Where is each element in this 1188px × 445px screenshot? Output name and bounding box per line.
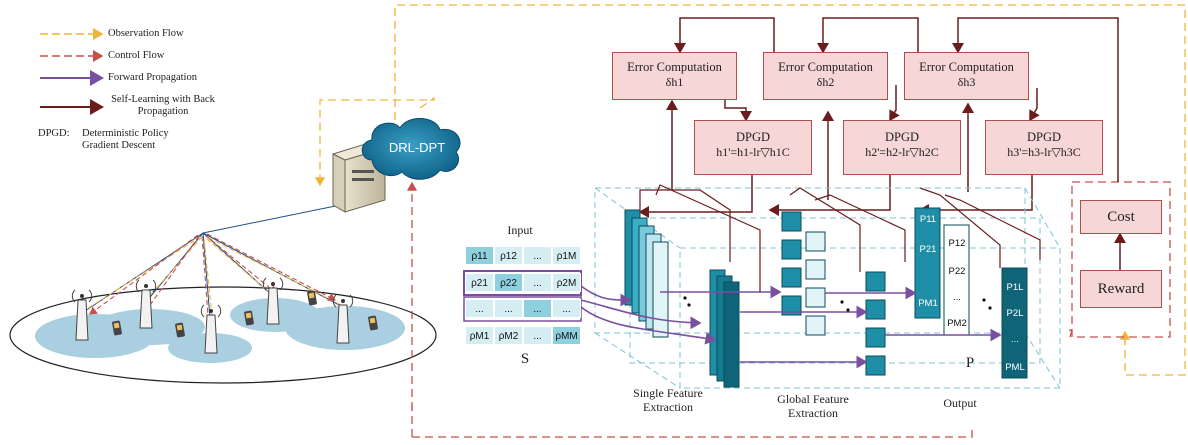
cost-label: Cost <box>1107 209 1135 225</box>
output-cell: P1L <box>1006 282 1024 293</box>
reward-box: Reward <box>1080 270 1162 308</box>
global-feature-label: Global Feature Extraction <box>777 392 849 420</box>
base-station-icon <box>200 304 222 354</box>
dpgd-box-3: DPGD h3'=h3-lr▽h3C <box>985 120 1103 175</box>
dpgd-box-title: DPGD <box>735 130 771 144</box>
matrix-cell: ρ21 <box>465 273 494 292</box>
matrix-cell: ... <box>552 299 581 318</box>
matrix-cell: ... <box>523 326 552 345</box>
conv-stack-2 <box>709 269 740 388</box>
input-row-highlight <box>463 296 582 322</box>
legend-dpgd-def: Deterministic Policy Gradient Descent <box>82 128 169 151</box>
control-flow-path <box>406 181 1171 438</box>
output-cell: P22 <box>948 266 966 277</box>
legend-dpgd-key: DPGD: <box>38 128 70 139</box>
output-cell: P2L <box>1006 308 1024 319</box>
error-box-sub: δh1 <box>665 75 684 89</box>
matrix-cell: ... <box>523 299 552 318</box>
agent-label: DRL-DPT <box>388 140 446 155</box>
matrix-cell: ... <box>523 246 552 265</box>
observation-flow-path <box>314 4 1186 376</box>
output-cell: PM1 <box>918 298 938 309</box>
output-cell: P11 <box>919 214 937 225</box>
phone-icon <box>112 320 122 336</box>
matrix-cell: ... <box>523 273 552 292</box>
hidden-connections <box>639 184 1041 292</box>
error-box-title: Error Computation <box>778 60 873 74</box>
legend <box>40 28 104 115</box>
dpgd-box-title: DPGD <box>884 130 920 144</box>
single-feature-label: Single Feature Extraction <box>633 386 703 414</box>
input-title: Input <box>507 223 533 237</box>
cost-box: Cost <box>1080 200 1162 234</box>
matrix-cell: ρMM <box>552 326 581 345</box>
backprop-arrows <box>638 17 1119 218</box>
matrix-cell: ... <box>494 299 523 318</box>
phone-icon <box>307 290 317 306</box>
output-cell: P21 <box>919 244 937 255</box>
output-cell: P12 <box>948 238 966 249</box>
matrix-cell: ... <box>465 299 494 318</box>
dpgd-box-1: DPGD h1'=h1-lr▽h1C <box>694 120 812 175</box>
output-columns <box>914 207 1028 379</box>
output-cell: PML <box>1005 362 1025 373</box>
error-box-sub: δh2 <box>816 75 835 89</box>
output-cell: ... <box>953 292 961 303</box>
legend-observation-label: Observation Flow <box>108 28 184 39</box>
conv-stack-1 <box>624 209 669 338</box>
mobile-devices <box>112 290 378 338</box>
error-computation-box-3: Error Computation δh3 <box>904 52 1029 100</box>
matrix-cell: ρ2M <box>552 273 581 292</box>
input-symbol: S <box>520 351 530 367</box>
error-box-sub: δh3 <box>957 75 976 89</box>
input-row-highlight <box>463 270 582 296</box>
matrix-cell: ρ11 <box>465 246 494 265</box>
base-station-icon <box>332 294 354 344</box>
phone-icon <box>368 315 378 331</box>
output-cell: PM2 <box>947 318 967 329</box>
base-station-icon <box>262 277 284 325</box>
dpgd-box-title: DPGD <box>1026 130 1062 144</box>
base-station-icon <box>71 289 93 341</box>
dpgd-box-formula: h1'=h1-lr▽h1C <box>716 145 790 159</box>
output-label: Output <box>943 396 977 410</box>
dpgd-box-2: DPGD h2'=h2-lr▽h2C <box>843 120 961 175</box>
matrix-cell: ρ12 <box>494 246 523 265</box>
error-computation-box-1: Error Computation δh1 <box>612 52 737 100</box>
matrix-cell: ρM2 <box>494 326 523 345</box>
network-frames <box>594 187 1061 389</box>
output-symbol: P <box>965 355 975 371</box>
error-computation-box-2: Error Computation δh2 <box>763 52 888 100</box>
forward-arrows <box>580 285 1002 369</box>
input-matrix: ρ11 ρ12 ... ρ1M ρ21 ρ22 ... ρ2M ... ... … <box>465 246 583 346</box>
reward-label: Reward <box>1097 281 1145 297</box>
base-stations <box>71 277 354 354</box>
dpgd-box-formula: h2'=h2-lr▽h2C <box>865 145 939 159</box>
legend-control-label: Control Flow <box>108 50 165 61</box>
base-station-icon <box>135 279 157 329</box>
ellipsis-dots <box>683 296 992 312</box>
output-cell: ... <box>1011 334 1019 345</box>
matrix-cell: ρ1M <box>552 246 581 265</box>
error-box-title: Error Computation <box>919 60 1014 74</box>
phone-icon <box>175 322 185 338</box>
matrix-cell: ρM1 <box>465 326 494 345</box>
legend-backprop-label: Self-Learning with Back Propagation <box>111 94 215 117</box>
network-links <box>81 202 351 319</box>
legend-forward-label: Forward Propagation <box>108 72 197 83</box>
global-feature-cells <box>781 211 886 376</box>
phone-icon <box>244 310 254 326</box>
cloud-icon <box>361 118 461 180</box>
error-box-title: Error Computation <box>627 60 722 74</box>
matrix-cell: ρ22 <box>494 273 523 292</box>
dpgd-box-formula: h3'=h3-lr▽h3C <box>1007 145 1081 159</box>
